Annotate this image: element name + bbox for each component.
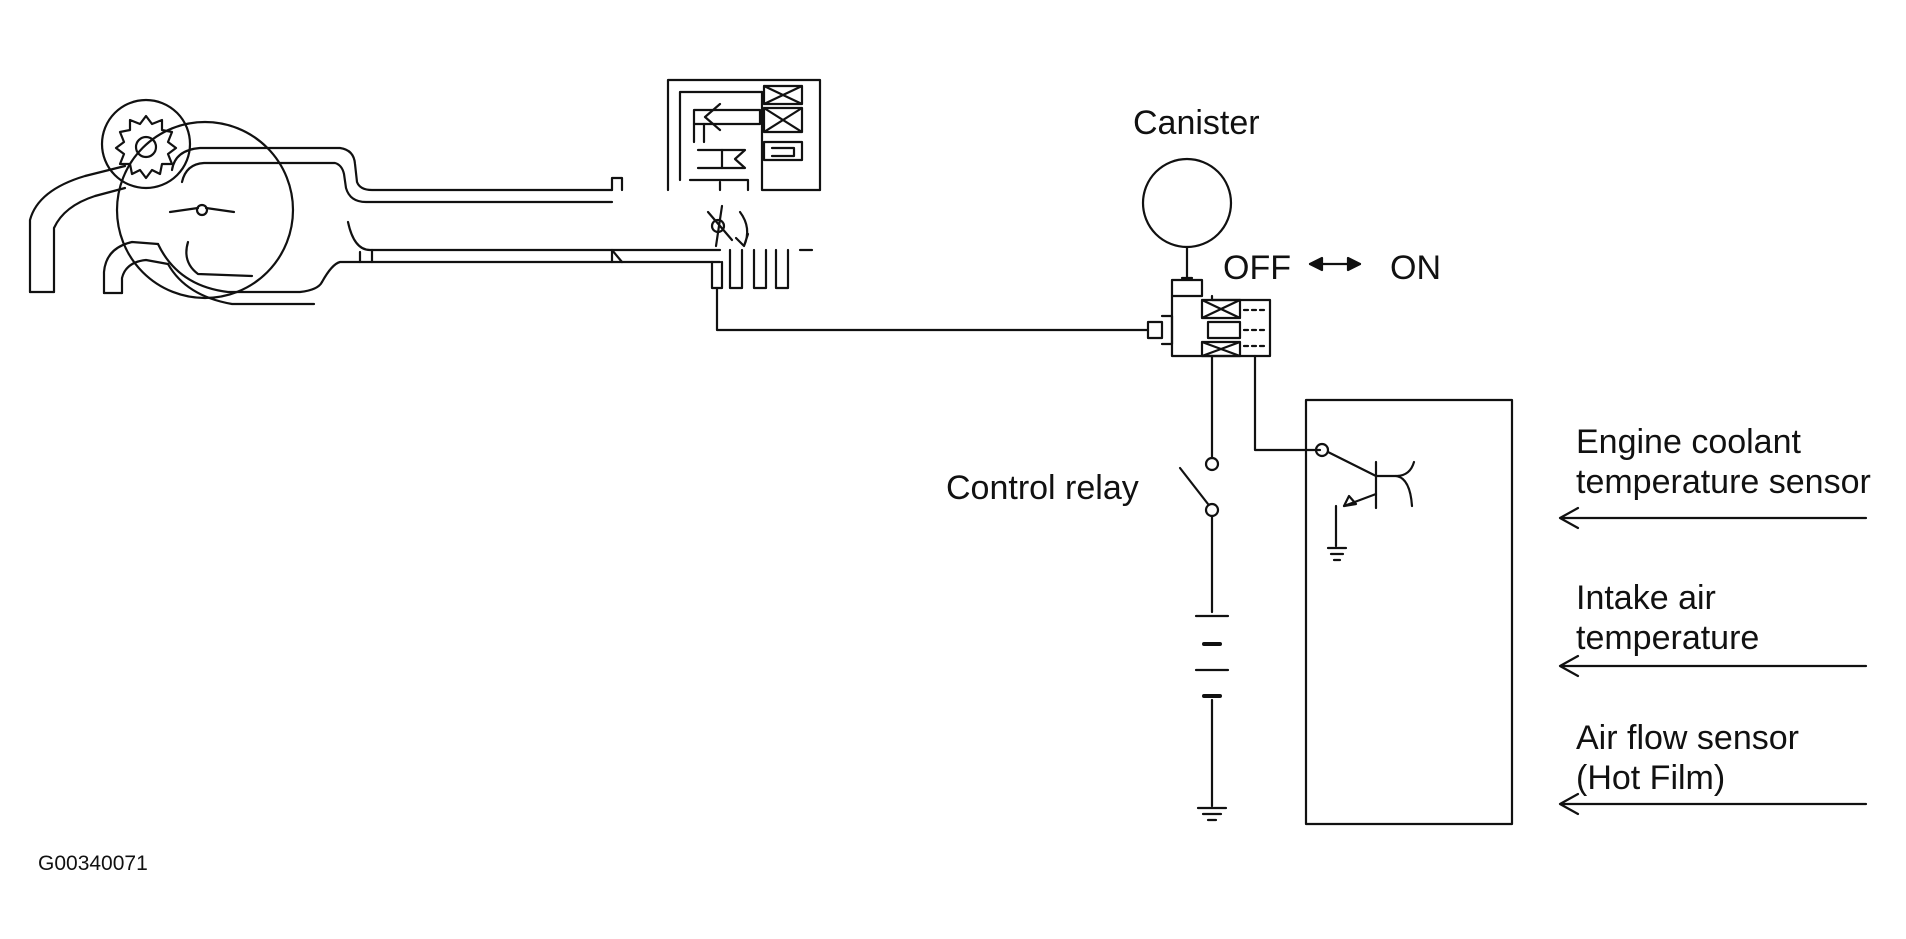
canister: [1141, 157, 1233, 249]
engine-coolant-line-2: temperature sensor: [1576, 463, 1871, 501]
ground-symbol-ecm: [1326, 546, 1348, 562]
on-label: ON: [1390, 249, 1441, 287]
valve-assembly: [666, 78, 822, 192]
intake-air-line-2: temperature: [1576, 619, 1760, 657]
off-on-arrow: [1308, 256, 1362, 272]
air-flow-line-2: (Hot Film): [1576, 759, 1726, 797]
figure-code: G00340071: [38, 852, 148, 875]
off-label: OFF: [1223, 249, 1291, 287]
throttle-valve: [706, 204, 750, 248]
transistor: [1314, 442, 1416, 548]
engine-coolant-line-1: Engine coolant: [1576, 423, 1801, 461]
air-flow-line-1: Air flow sensor: [1576, 719, 1799, 757]
gear-icon: [100, 98, 192, 190]
sensor-input-arrows: [1558, 506, 1868, 816]
intake-manifold: [28, 120, 722, 306]
relay-circuit: [1178, 354, 1230, 808]
canister-pipe: [1180, 245, 1194, 280]
intake-air-temperature-label: Intake air temperature: [1576, 578, 1759, 658]
air-flow-sensor-label: Air flow sensor (Hot Film): [1576, 718, 1799, 798]
ground-symbol: [1196, 806, 1228, 822]
control-unit-box: [1304, 398, 1514, 826]
purge-solenoid-valve: [1146, 278, 1272, 358]
vacuum-line: [715, 286, 1150, 332]
control-relay-label: Control relay: [946, 469, 1139, 507]
canister-label: Canister: [1133, 104, 1260, 142]
signal-wire: [1253, 354, 1322, 452]
manifold-ports: [710, 248, 814, 290]
intake-air-line-1: Intake air: [1576, 579, 1716, 617]
engine-coolant-sensor-label: Engine coolant temperature sensor: [1576, 422, 1871, 502]
